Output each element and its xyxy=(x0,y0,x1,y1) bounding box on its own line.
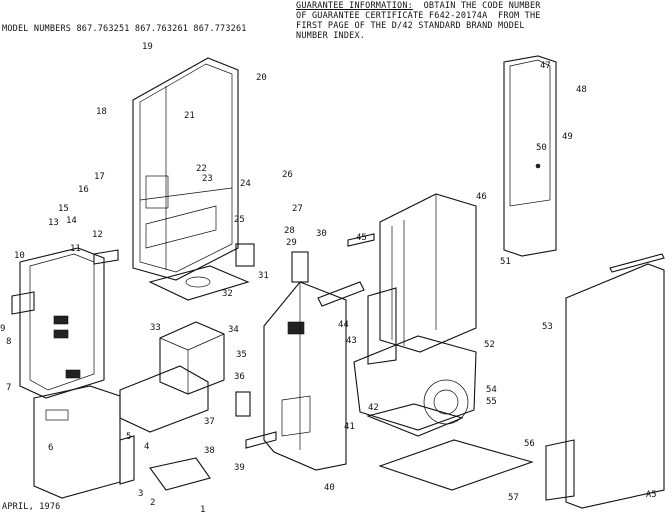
callout-20: 20 xyxy=(256,73,267,83)
guarantee-line-3: FIRST PAGE OF THE D/42 STANDARD BRAND MO… xyxy=(296,21,525,31)
callout-36: 36 xyxy=(234,372,245,382)
callout-53: 53 xyxy=(542,322,553,332)
callout-21: 21 xyxy=(184,111,195,121)
callout-47: 47 xyxy=(540,61,551,71)
callout-51: 51 xyxy=(500,257,511,267)
rear-panel-drawing xyxy=(132,57,239,281)
callout-43: 43 xyxy=(346,336,357,346)
callout-9: 9 xyxy=(0,324,5,334)
callout-54: 54 xyxy=(486,385,497,395)
callout-2: 2 xyxy=(150,498,155,508)
blower-housing-drawing xyxy=(353,335,534,491)
door-drawing xyxy=(33,385,135,499)
callout-33: 33 xyxy=(150,323,161,333)
callout-45: 45 xyxy=(356,233,367,243)
callout-39: 39 xyxy=(234,463,245,473)
guarantee-line-1: OBTAIN THE CODE NUMBER xyxy=(412,1,541,11)
callout-26: 26 xyxy=(282,170,293,180)
callout-27: 27 xyxy=(292,204,303,214)
callout-24: 24 xyxy=(240,179,251,189)
side-panel-drawing xyxy=(503,55,557,257)
date-text: APRIL, 1976 xyxy=(2,502,61,512)
callout-6: 6 xyxy=(48,443,53,453)
guarantee-information-block: GUARANTEE INFORMATION: OBTAIN THE CODE N… xyxy=(296,1,541,41)
callout-4: 4 xyxy=(144,442,149,452)
callout-1: 1 xyxy=(200,505,205,515)
callout-44: 44 xyxy=(338,320,349,330)
callout-23: 23 xyxy=(202,174,213,184)
callout-35: 35 xyxy=(236,350,247,360)
callout-31: 31 xyxy=(258,271,269,281)
callout-52: 52 xyxy=(484,340,495,350)
callout-17: 17 xyxy=(94,172,105,182)
guarantee-line-2: OF GUARANTEE CERTIFICATE F642-20174A FRO… xyxy=(296,11,541,21)
guarantee-label: GUARANTEE INFORMATION: xyxy=(296,1,413,11)
callout-41: 41 xyxy=(344,422,355,432)
blower-pan-drawing xyxy=(263,281,347,471)
callout-8: 8 xyxy=(6,337,11,347)
callout-34: 34 xyxy=(228,325,239,335)
callout-7: 7 xyxy=(6,383,11,393)
callout-14: 14 xyxy=(66,216,77,226)
control-panel-drawing xyxy=(11,247,105,399)
callout-3: 3 xyxy=(138,489,143,499)
callout-10: 10 xyxy=(14,251,25,261)
callout-42: 42 xyxy=(368,403,379,413)
callout-13: 13 xyxy=(48,218,59,228)
callout-55: 55 xyxy=(486,397,497,407)
callout-48: 48 xyxy=(576,85,587,95)
callout-32: 32 xyxy=(222,289,233,299)
callout-37: 37 xyxy=(204,417,215,427)
callout-19: 19 xyxy=(142,42,153,52)
callout-15: 15 xyxy=(58,204,69,214)
callout-5: 5 xyxy=(126,432,131,442)
callout-11: 11 xyxy=(70,244,81,254)
callout-22: 22 xyxy=(196,164,207,174)
callout-12: 12 xyxy=(92,230,103,240)
callout-25: 25 xyxy=(234,215,245,225)
callout-38: 38 xyxy=(204,446,215,456)
callout-30: 30 xyxy=(316,229,327,239)
callout-46: 46 xyxy=(476,192,487,202)
small-parts-drawing xyxy=(93,233,375,491)
callout-50: 50 xyxy=(536,143,547,153)
callout-16: 16 xyxy=(78,185,89,195)
model-numbers-text: MODEL NUMBERS 867.763251 867.763261 867.… xyxy=(2,24,247,34)
callout-28: 28 xyxy=(284,226,295,236)
front-panel-53-drawing xyxy=(545,253,665,509)
callout-49: 49 xyxy=(562,132,573,142)
callout-29: 29 xyxy=(286,238,297,248)
page-code-text: A5 xyxy=(646,490,657,500)
callout-18: 18 xyxy=(96,107,107,117)
callout-57: 57 xyxy=(508,493,519,503)
callout-labels: 1 2 3 4 5 6 7 8 9 10 11 12 13 14 15 16 1… xyxy=(0,42,587,515)
heat-exchanger-drawing xyxy=(367,193,477,365)
burner-box-drawing xyxy=(119,265,250,433)
callout-40: 40 xyxy=(324,483,335,493)
guarantee-line-4: NUMBER INDEX. xyxy=(296,31,366,41)
callout-56: 56 xyxy=(524,439,535,449)
